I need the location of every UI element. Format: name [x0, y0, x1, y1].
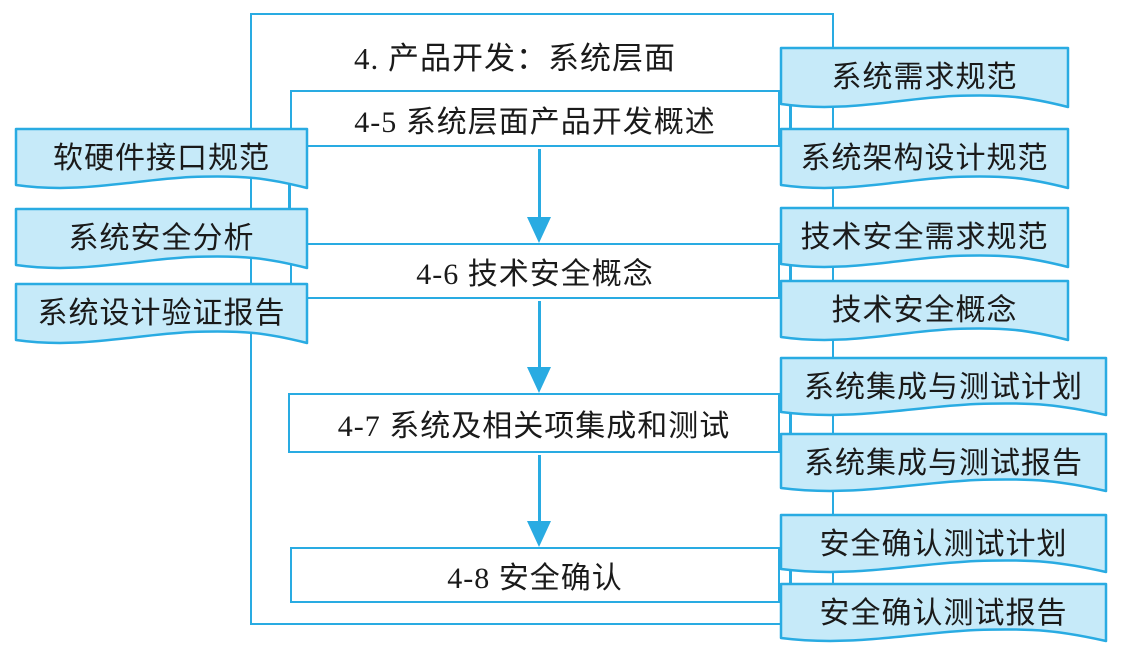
document-label: 安全确认测试报告 [819, 597, 1068, 630]
down-arrow-shaft [538, 149, 541, 219]
process-label: 4-6 技术安全概念 [416, 258, 654, 291]
connector-line [288, 150, 291, 242]
document-label: 系统需求规范 [831, 61, 1018, 94]
doc-system-requirements-spec: 系统需求规范 [779, 46, 1070, 115]
doc-system-integration-test-plan: 系统集成与测试计划 [779, 356, 1108, 423]
process-box-4-8-safety-validation: 4-8 安全确认 [290, 547, 780, 603]
process-box-4-5-overview: 4-5 系统层面产品开发概述 [290, 90, 780, 147]
doc-hw-sw-interface-spec: 软硬件接口规范 [14, 127, 309, 196]
diagram-title: 4. 产品开发：系统层面 [354, 41, 676, 76]
document-label: 系统安全分析 [68, 222, 255, 255]
document-label: 系统集成与测试报告 [804, 447, 1083, 480]
doc-system-design-verification-report: 系统设计验证报告 [14, 282, 309, 351]
down-arrow-shaft [538, 301, 541, 369]
document-label: 安全确认测试计划 [819, 528, 1068, 561]
document-label: 系统设计验证报告 [37, 297, 286, 330]
doc-system-integration-test-report: 系统集成与测试报告 [779, 432, 1108, 499]
doc-technical-safety-requirements-spec: 技术安全需求规范 [779, 206, 1070, 275]
document-label: 系统集成与测试计划 [804, 371, 1083, 404]
down-arrow-icon [527, 367, 551, 393]
down-arrow-shaft [538, 455, 541, 523]
doc-safety-validation-test-plan: 安全确认测试计划 [779, 513, 1108, 580]
process-label: 4-7 系统及相关项集成和测试 [337, 410, 731, 443]
down-arrow-icon [527, 217, 551, 243]
doc-technical-safety-concept: 技术安全概念 [779, 279, 1070, 348]
process-box-4-7-integration-and-testing: 4-7 系统及相关项集成和测试 [288, 393, 780, 453]
doc-safety-validation-test-report: 安全确认测试报告 [779, 582, 1108, 649]
process-label: 4-8 安全确认 [447, 562, 623, 595]
doc-system-architecture-design-spec: 系统架构设计规范 [779, 127, 1070, 196]
process-label: 4-5 系统层面产品开发概述 [354, 105, 716, 139]
down-arrow-icon [527, 521, 551, 547]
process-box-4-6-technical-safety-concept: 4-6 技术安全概念 [290, 243, 780, 299]
document-label: 技术安全概念 [831, 294, 1018, 327]
document-label: 系统架构设计规范 [800, 142, 1049, 175]
doc-system-safety-analysis: 系统安全分析 [14, 207, 309, 276]
document-label: 技术安全需求规范 [800, 221, 1049, 254]
document-label: 软硬件接口规范 [53, 142, 270, 175]
